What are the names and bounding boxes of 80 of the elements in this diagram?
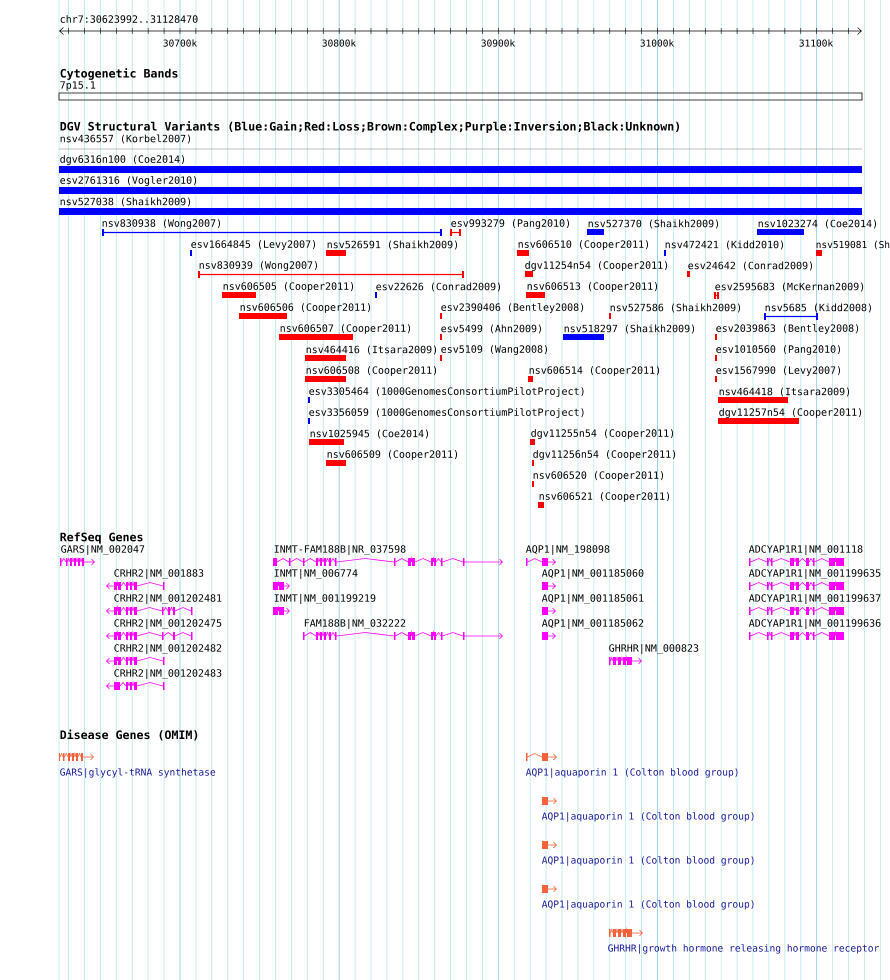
variant-label: dgv11257n54 (Cooper2011) [719, 408, 862, 418]
gene-label: INMT-FAM188B|NR_037598 [274, 545, 406, 555]
variant-label: esv993279 (Pang2010) [451, 219, 570, 229]
variant-label: nsv1025945 (Coe2014) [310, 430, 428, 438]
variant-label: esv2595683 (McKernan2009) [715, 282, 864, 292]
gene-label: FAM188B|NM_032222 [304, 619, 406, 629]
variant-label: nsv606521 (Cooper2011) [540, 492, 670, 502]
variant-label: nsv518297 (Shaikh2009) [564, 324, 694, 334]
gene-label: CRHR2|NM_001202481 [114, 594, 222, 604]
track-title: Disease Genes (OMIM) [60, 730, 198, 740]
gene-label: CRHR2|NM_001883 [114, 569, 204, 579]
variant-label: nsv606520 (Cooper2011) [534, 471, 664, 481]
disease-gene-label: AQP1|aquaporin 1 (Colton blood group) [542, 900, 754, 910]
gene-label: GHRHR|NM_000823 [609, 644, 698, 654]
variant-label: nsv526591 (Shaikh2009) [328, 240, 458, 250]
gene-label: ADCYAP1R1|NM_001199637 [748, 594, 880, 604]
variant-label: esv3356059 (1000GenomesConsortiumPilotProject) [309, 408, 584, 418]
disease-gene-label: AQP1|aquaporin 1 (Colton blood group) [526, 768, 738, 778]
variant-label: dgv11255n54 (Cooper2011) [531, 429, 674, 439]
variant-label: esv3305464 (1000GenomesConsortiumPilotProject) [309, 387, 584, 397]
disease-gene-label: GARS|glycyl-tRNA synthetase [60, 768, 216, 778]
variant-label: nsv606514 (Cooper2011) [530, 366, 660, 376]
variant-label: nsv606509 (Cooper2011) [328, 450, 458, 460]
variant-label: nsv527586 (Shaikh2009) [610, 304, 740, 312]
gene-label: AQP1|NM_001185062 [542, 619, 644, 629]
variant-label: esv22626 (Conrad2009) [376, 282, 500, 292]
disease-gene-label: AQP1|aquaporin 1 (Colton blood group) [542, 856, 754, 866]
variant-label: dgv11256n54 (Cooper2011) [533, 450, 676, 460]
track-title: RefSeq Genes [60, 532, 143, 544]
gene-label: INMT|NM_006774 [274, 569, 358, 579]
tick-label: 30800k [322, 39, 356, 47]
variant-label: esv1010560 (Pang2010) [716, 345, 840, 355]
variant-label: dgv6316n100 (Coe2014) [60, 155, 184, 165]
variant-label: esv1664845 (Levy2007) [191, 240, 316, 250]
variant-label: esv2039863 (Bentley2008) [716, 324, 858, 334]
variant-label: nsv830938 (Wong2007) [102, 219, 220, 229]
gene-label: ADCYAP1R1|NM_001118 [748, 545, 862, 555]
variant-label: nsv472421 (Kidd2010) [666, 240, 784, 250]
tick-label: 30700k [163, 39, 198, 47]
tick-label: 30900k [481, 39, 516, 47]
gene-label: CRHR2|NM_001202475 [114, 619, 222, 629]
track-title: DGV Structural Variants (Blue:Gain;Red:Loss;Brown:Complex;Purple:Inversion;Black:Unknown) [60, 121, 680, 133]
variant-label: dgv11254n54 (Cooper2011) [525, 261, 668, 271]
variant-label: esv1567990 (Levy2007) [716, 366, 840, 376]
tick-label: 31100k [799, 39, 834, 47]
band-label: 7p15.1 [60, 81, 96, 91]
variant-label: nsv606505 (Cooper2011) [224, 282, 354, 292]
gene-label: AQP1|NM_001185060 [542, 569, 644, 579]
disease-gene-label: AQP1|aquaporin 1 (Colton blood group) [542, 812, 754, 822]
variant-label: nsv464418 (Itsara2009) [720, 388, 850, 396]
disease-gene-label: GHRHR|growth hormone releasing hormone receptor [608, 944, 879, 954]
variant-label: nsv606506 (Cooper2011) [240, 303, 370, 313]
variant-label: nsv1023274 (Coe2014) [758, 220, 876, 228]
variant-label: nsv830939 (Wong2007) [200, 261, 318, 271]
gene-label: ADCYAP1R1|NM_001199636 [748, 619, 880, 629]
track-title: Cytogenetic Bands [60, 68, 178, 80]
gene-label: CRHR2|NM_001202482 [114, 644, 222, 654]
coordinate-label: chr7:30623992..31128470 [60, 15, 198, 23]
variant-label: nsv606513 (Cooper2011) [528, 282, 658, 292]
variant-label: esv2390406 (Bentley2008) [441, 303, 584, 313]
gene-label: AQP1|NM_198098 [526, 545, 610, 555]
tick-label: 31000k [640, 39, 674, 47]
gene-label: INMT|NM_001199219 [274, 594, 376, 604]
variant-label: nsv606507 (Cooper2011) [280, 324, 410, 334]
variant-label: nsv519081 (Sh [816, 240, 890, 250]
variant-label: nsv464416 (Itsara2009) [306, 346, 436, 354]
variant-label: nsv606510 (Cooper2011) [518, 240, 648, 250]
variant-label: esv2761316 (Vogler2010) [60, 176, 196, 186]
gene-label: GARS|NM_002047 [61, 545, 144, 555]
variant-label: nsv527038 (Shaikh2009) [60, 198, 190, 206]
gene-label: ADCYAP1R1|NM_001199635 [748, 569, 880, 579]
variant-label: esv24642 (Conrad2009) [688, 262, 812, 270]
variant-label: esv5109 (Wang2008) [441, 345, 547, 355]
variant-label: esv5499 (Ahn2009) [441, 324, 541, 334]
variant-label: nsv436557 (Korbel2007) [60, 134, 190, 144]
variant-label: nsv606508 (Cooper2011) [306, 366, 436, 376]
variant-label: nsv527370 (Shaikh2009) [588, 220, 718, 228]
variant-label: nsv5685 (Kidd2008) [766, 304, 871, 312]
gene-label: CRHR2|NM_001202483 [114, 669, 222, 679]
gene-label: AQP1|NM_001185061 [542, 594, 644, 604]
